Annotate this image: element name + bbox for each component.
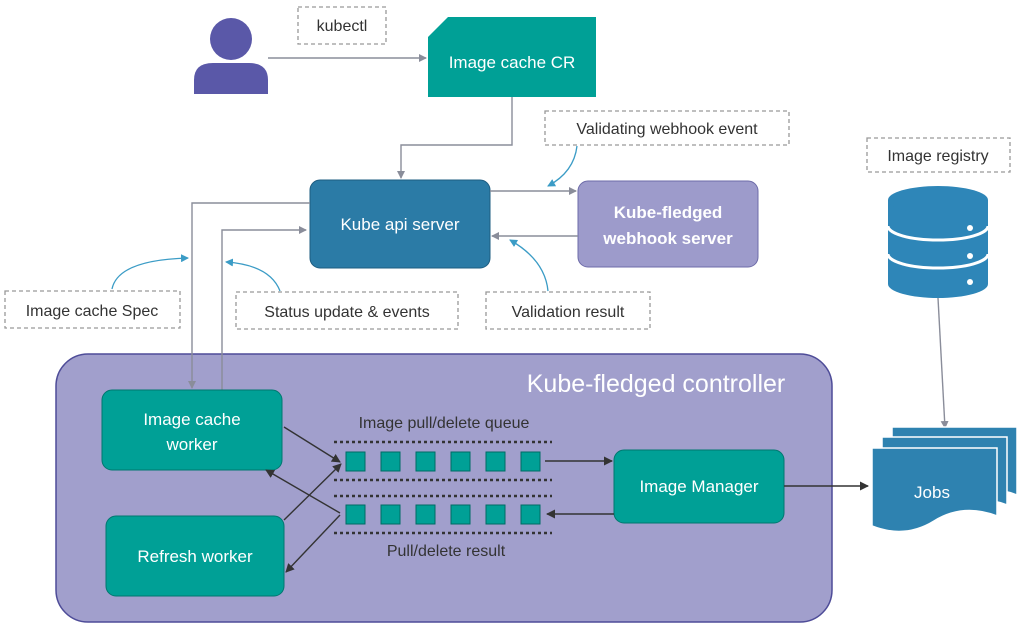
- svg-text:Kube api server: Kube api server: [340, 215, 459, 234]
- jobs-label: Jobs: [914, 483, 950, 502]
- result-item: [485, 504, 506, 525]
- status-update-events-label: Status update & events: [235, 291, 459, 330]
- svg-text:Kube-fledged: Kube-fledged: [614, 203, 723, 222]
- svg-text:Validation result: Validation result: [512, 304, 625, 321]
- image-cache-worker-node: Image cache worker: [101, 389, 283, 471]
- image-manager-node: Image Manager: [613, 449, 785, 524]
- image-registry-label: Image registry: [866, 137, 1011, 173]
- document-stack-icon: Jobs: [871, 426, 1018, 533]
- queue-item: [485, 451, 506, 472]
- queue-item: [415, 451, 436, 472]
- queue-item: [520, 451, 541, 472]
- database-icon: [886, 186, 990, 298]
- connector-cr-to-api-server: [397, 97, 513, 179]
- svg-text:Image cache: Image cache: [143, 410, 240, 429]
- image-pull-delete-queue: [334, 440, 552, 482]
- queue-item: [345, 451, 366, 472]
- arrow-image-cache-worker-to-queue: [283, 426, 341, 463]
- validation-result-label: Validation result: [485, 291, 651, 330]
- user-icon: [194, 18, 268, 94]
- svg-text:kubectl: kubectl: [317, 18, 368, 35]
- svg-text:Image Manager: Image Manager: [639, 477, 758, 496]
- refresh-worker-node: Refresh worker: [105, 515, 285, 597]
- result-item: [415, 504, 436, 525]
- svg-text:Status update & events: Status update & events: [264, 304, 429, 321]
- svg-text:Image cache CR: Image cache CR: [449, 53, 576, 72]
- svg-text:Refresh worker: Refresh worker: [137, 547, 253, 566]
- controller-title: Kube-fledged controller: [527, 370, 786, 398]
- queue-item: [380, 451, 401, 472]
- svg-text:Image registry: Image registry: [887, 148, 988, 165]
- kubectl-label: kubectl: [297, 6, 387, 45]
- callout-validation-result: [509, 239, 549, 292]
- connector-registry-to-jobs: [937, 297, 949, 429]
- result-item: [345, 504, 366, 525]
- pull-delete-result-queue: [334, 494, 552, 535]
- queue-item: [450, 451, 471, 472]
- svg-text:Validating webhook event: Validating webhook event: [576, 121, 758, 138]
- result-item: [520, 504, 541, 525]
- callout-validating-event: [547, 145, 578, 187]
- kube-api-server-node: Kube api server: [309, 179, 491, 269]
- arrow-refresh-worker-to-queue: [283, 463, 342, 521]
- connector-api-to-image-cache-worker: [188, 202, 310, 389]
- arrow-result-queue-to-refresh-worker: [285, 514, 341, 573]
- result-item: [380, 504, 401, 525]
- connector-image-cache-worker-to-api: [221, 226, 307, 390]
- callout-image-cache-spec: [111, 254, 189, 290]
- webhook-server-node: Kube-fledged webhook server: [577, 180, 759, 268]
- validating-webhook-event-label: Validating webhook event: [544, 110, 790, 146]
- svg-text:webhook server: webhook server: [602, 229, 733, 248]
- image-cache-cr-node: Image cache CR: [428, 17, 596, 97]
- svg-text:worker: worker: [165, 435, 217, 454]
- arrow-result-queue-to-image-cache-worker: [265, 469, 341, 514]
- svg-text:Image cache Spec: Image cache Spec: [26, 303, 159, 320]
- image-queue-label: Image pull/delete queue: [359, 415, 530, 432]
- result-queue-label: Pull/delete result: [387, 543, 506, 560]
- callout-status-update: [225, 258, 281, 292]
- image-cache-spec-label: Image cache Spec: [4, 290, 181, 329]
- result-item: [450, 504, 471, 525]
